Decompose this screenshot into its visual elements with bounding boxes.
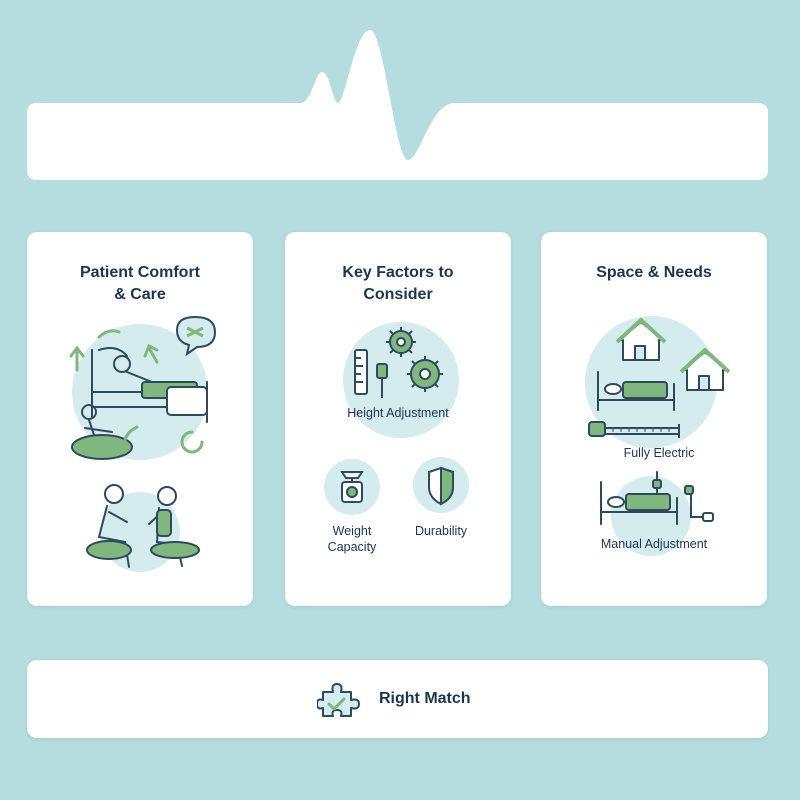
bed-icon bbox=[597, 371, 675, 411]
card-title-line: Space & Needs bbox=[596, 264, 712, 281]
hospital-bed-icon bbox=[91, 347, 208, 423]
people-sitting-icon bbox=[86, 484, 200, 568]
card-patient-comfort: Patient Comfort & Care bbox=[27, 232, 253, 606]
header-banner bbox=[0, 0, 800, 200]
label-manual-adjustment: Manual Adjustment bbox=[600, 537, 708, 551]
card-title-line: Consider bbox=[363, 286, 433, 303]
card-title: Key Factors to Consider bbox=[285, 262, 511, 306]
house-icon bbox=[615, 318, 667, 361]
seated-person-icon bbox=[71, 404, 133, 460]
speech-bubble-icon bbox=[175, 315, 217, 357]
card-title-line: Key Factors to bbox=[342, 264, 454, 281]
shield-icon bbox=[428, 466, 454, 506]
card-space-needs: Space & Needs bbox=[541, 232, 767, 606]
card-key-factors: Key Factors to Consider bbox=[285, 232, 511, 606]
label-fully-electric: Fully Electric bbox=[623, 446, 695, 460]
puzzle-piece-icon bbox=[317, 683, 360, 717]
space-needs-illustration bbox=[585, 316, 731, 556]
scale-icon bbox=[340, 471, 364, 503]
gear-icon bbox=[386, 327, 416, 357]
card-title-line: Patient Comfort bbox=[80, 264, 200, 281]
arrow-icon bbox=[69, 329, 204, 454]
patient-care-illustration bbox=[69, 315, 217, 572]
gear-icon bbox=[407, 356, 443, 392]
label-weight-capacity: Weight Capacity bbox=[307, 523, 397, 555]
footer-banner: Right Match bbox=[27, 660, 768, 738]
ruler-icon bbox=[354, 349, 368, 395]
house-icon bbox=[679, 348, 731, 391]
card-title: Patient Comfort & Care bbox=[27, 262, 253, 306]
footer-title: Right Match bbox=[379, 690, 471, 707]
label-height-adjustment: Height Adjustment bbox=[347, 406, 449, 420]
screwdriver-icon bbox=[376, 363, 388, 398]
tape-measure-icon bbox=[588, 421, 680, 438]
card-title: Space & Needs bbox=[541, 262, 767, 284]
label-durability: Durability bbox=[414, 524, 468, 538]
heartbeat-banner-shape bbox=[27, 30, 768, 180]
manual-bed-icon bbox=[600, 471, 714, 525]
label-line: Capacity bbox=[327, 540, 377, 554]
key-factors-illustration bbox=[324, 322, 469, 515]
card-title-line: & Care bbox=[114, 286, 166, 303]
label-line: Weight bbox=[332, 524, 372, 538]
